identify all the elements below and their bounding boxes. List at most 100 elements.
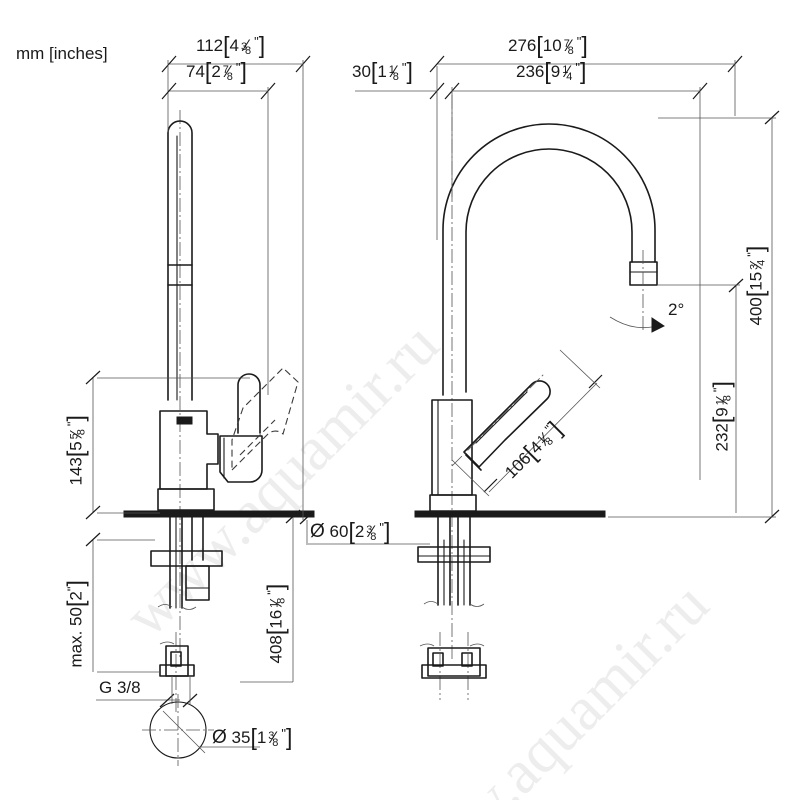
dimtick-143-top: [85, 370, 101, 385]
right-handle-edge-a: [475, 391, 528, 444]
left-connector-bore: [170, 651, 182, 667]
dimtick-400-bot: [764, 509, 780, 524]
right-spout-inner-curve: [465, 148, 633, 393]
left-break-line-a: [157, 604, 173, 608]
dim-236-in-den: 4: [566, 71, 573, 83]
dimension-label-50: max. 50[2"]: [62, 580, 89, 668]
dim-143-mm: 143: [66, 457, 86, 486]
ext-106-b: [559, 349, 601, 389]
left-handle-raised-inner: [239, 419, 276, 456]
dimtick-232-top: [728, 278, 744, 293]
dim-106-in-den: 8: [543, 435, 556, 449]
right-connector-flange: [421, 664, 487, 679]
dim-dia60-mm: 60: [329, 522, 349, 541]
dim-30-mm: 30: [352, 62, 371, 81]
right-aerator-housing: [629, 261, 658, 286]
dimension-lines: [85, 55, 780, 708]
right-view-front-elevation: [414, 95, 658, 700]
dim-112-in-whole: 4: [229, 36, 239, 55]
dimension-label-143: 143[55⁄8"]: [62, 415, 89, 486]
dimtick-74-left: [161, 82, 177, 100]
dimtick-143-bot: [85, 505, 101, 520]
dimension-label-408: 408[161⁄8"]: [262, 583, 289, 664]
dimension-label-232: 232[91⁄8"]: [708, 381, 735, 452]
right-mount-washer: [417, 546, 491, 563]
angle-label-2deg: 2°: [668, 300, 685, 319]
dim-74-in-whole: 2: [211, 62, 221, 81]
dimtick-50-top: [85, 532, 101, 547]
angle2-arrowhead: [651, 317, 665, 333]
dim-50-mm: 50: [66, 607, 86, 626]
dimtick-106-a: [483, 478, 498, 493]
dim-112-in-num: 3: [240, 41, 248, 53]
units-legend: mm [inches]: [16, 44, 108, 63]
right-deck-surface: [414, 510, 606, 518]
dim-dia35-in-whole: 1: [256, 728, 267, 747]
left-body-indicator: [176, 416, 193, 425]
dim-106-diagonal: [451, 349, 603, 497]
left-connector-body: [165, 645, 189, 677]
dimtick-400-top: [764, 110, 780, 125]
right-base-cylinder: [429, 494, 477, 512]
right-handle-hub-face: [465, 454, 482, 471]
right-spout-outer-curve: [442, 123, 656, 396]
dimtick-408-top: [285, 509, 301, 524]
dim-74-in-den: 8: [226, 71, 233, 83]
right-connector-break-b: [469, 643, 485, 647]
dim-dia60-in-whole: 2: [354, 522, 365, 541]
right-connector-break-a: [419, 643, 435, 647]
dim-408-mm: 408: [266, 635, 286, 664]
dim-50-prefix: max.: [66, 625, 86, 668]
dim-400-in-whole: 15: [746, 271, 766, 291]
dim-408-in-den: 8: [275, 597, 288, 604]
left-break-line-b: [181, 606, 197, 610]
dim-232-mm: 232: [712, 423, 732, 452]
left-handle-hub: [219, 435, 263, 483]
right-connector-body: [427, 647, 481, 677]
dimension-label-400: 400[153⁄4"]: [742, 245, 769, 326]
dim-143-in-whole: 5: [66, 441, 86, 451]
left-mount-washer: [150, 550, 223, 567]
left-mount-nut: [185, 565, 210, 601]
watermark-text-2: www.aquamir.ru: [382, 570, 722, 800]
dia35-leader-diagonal: [162, 710, 206, 754]
dim-236-in-num: 1: [562, 64, 569, 76]
dim-400-in-den: 4: [755, 259, 768, 266]
dia35-symbol: Ø: [212, 727, 227, 748]
right-connector-bore-b: [461, 652, 473, 667]
right-connector-bore-a: [432, 652, 444, 667]
left-deck-surface: [123, 510, 315, 518]
dim-50-in-whole: 2: [66, 591, 86, 601]
dim-276-mm: 276: [508, 36, 537, 55]
dimtick-112-left: [161, 55, 177, 73]
dim-74-mm: 74: [186, 62, 205, 81]
dia60-symbol: Ø: [310, 521, 325, 542]
right-break-line-a: [423, 601, 439, 605]
dim-dia60-in-den: 8: [370, 531, 377, 543]
dim-74-in-num: 7: [222, 64, 229, 76]
left-connector-detail: [142, 632, 260, 766]
right-connector-detail: [419, 632, 487, 700]
dim-400-mm: 400: [746, 297, 766, 326]
dim-112-mm: 112: [196, 36, 224, 55]
right-handle-assembly: [451, 372, 551, 471]
dim-dia35-in-num: 3: [268, 730, 275, 742]
dim-408-in-whole: 16: [266, 609, 286, 629]
dim-236-in-whole: 9: [550, 62, 561, 81]
dia60-tick: [299, 510, 315, 525]
dim-143-in-den: 8: [75, 429, 88, 436]
dim-276-in-whole: 10: [542, 36, 562, 55]
dim-dia35-in-den: 8: [272, 737, 279, 749]
left-handle-lever: [237, 373, 261, 434]
dim-232-in-whole: 9: [712, 407, 732, 417]
right-handle-lever: [463, 380, 551, 468]
dim-232-in-den: 8: [721, 395, 734, 402]
dim-dia35-mm: 35: [231, 728, 251, 747]
